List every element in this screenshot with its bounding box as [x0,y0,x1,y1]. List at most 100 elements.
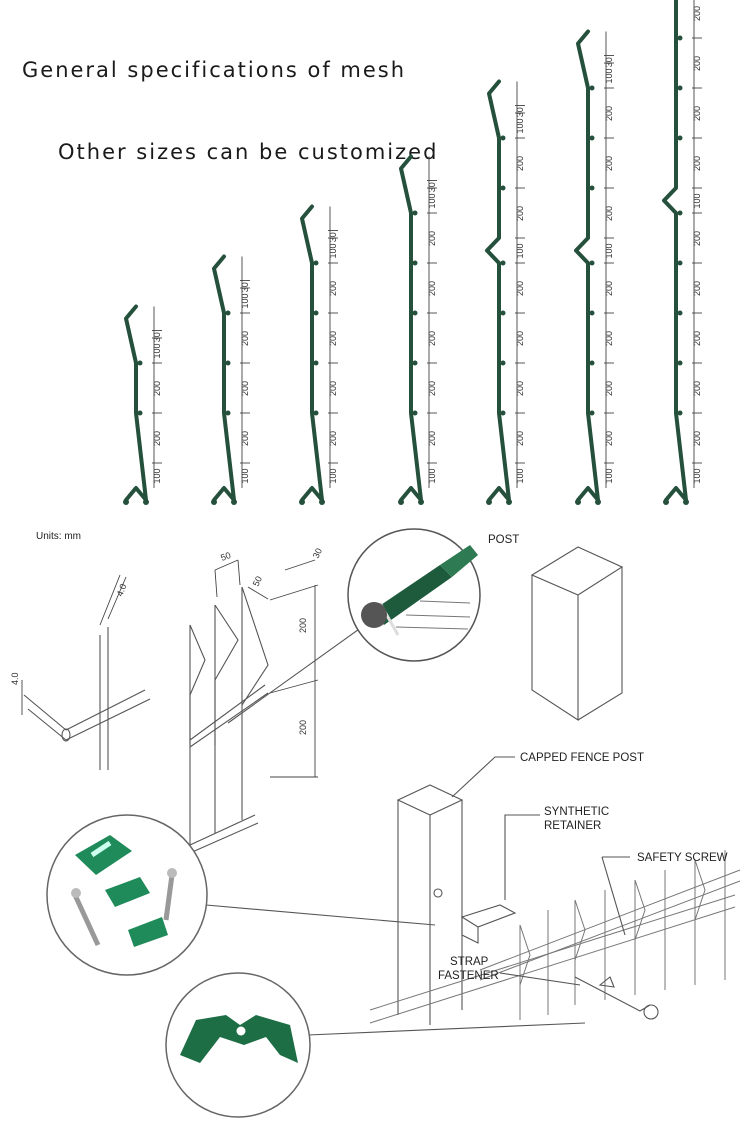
segment-label: 200 [240,431,250,446]
mesh-profile-wire [574,29,600,502]
segment-label: 30 [240,282,250,292]
segment-label: 200 [328,281,338,296]
segment-label: 200 [692,381,702,396]
fence-installation [369,784,741,1025]
wire-dot [412,410,418,416]
wire-dot [589,410,595,416]
segment-label: 200 [515,331,525,346]
segment-label: 30 [604,57,614,67]
wire-dot [500,310,506,316]
post-illustration: POST [488,534,624,722]
fence-technical-illustration: Units: mm 4.0 4.0 50 50 30 200 200 [10,528,741,1118]
wire-dot [412,210,418,216]
segment-label: 100 [152,468,162,483]
wire-dot [677,360,683,366]
strap-fastener-label-1: STRAP [450,956,489,968]
segment-label: 200 [427,231,437,246]
wire-dot [313,360,319,366]
wire-dot [677,35,683,41]
segment-label: 100 [604,468,614,483]
segment-label: 200 [152,431,162,446]
wire-dot [663,499,669,505]
segment-label: 200 [692,6,702,21]
segment-label: 100 [692,468,702,483]
wire-dot [589,360,595,366]
mesh-profile: 10020020020020020010020020020020010030 [662,0,702,505]
segment-label: 200 [604,381,614,396]
wire-dot [677,410,683,416]
segment-label: 200 [692,56,702,71]
subtitle-heading: Other sizes can be customized [58,140,439,164]
synthetic-retainer-label-1: SYNTHETIC [544,806,609,818]
segment-label: 100 [427,468,437,483]
segment-label: 200 [604,331,614,346]
wire-dot [486,499,492,505]
segment-label: 200 [515,431,525,446]
segment-label: 100 [515,118,525,133]
mesh-profile-wire [399,154,423,502]
segment-label: 100 [328,243,338,258]
segment-label: 200 [692,331,702,346]
wire-dot [225,410,231,416]
mesh-profiles: 1002002001003010020020020010030100200200… [123,0,702,505]
segment-label: 200 [515,381,525,396]
wire-dot [683,499,689,505]
wire-dot [506,499,512,505]
dim-50-top: 50 [219,550,232,563]
wire-dot [589,185,595,191]
segment-label: 200 [427,331,437,346]
dim-200-lower: 200 [298,720,308,735]
segment-label: 100 [604,68,614,83]
wire-dot [589,260,595,266]
units-label: Units: mm [36,531,81,542]
dim-200-upper: 200 [298,618,308,633]
mesh-profile-wire [662,0,688,502]
synthetic-retainer-label-2: RETAINER [544,820,601,832]
wire-dot [500,135,506,141]
mesh-panel-detail: 50 50 30 200 200 [189,547,324,854]
wire-dot [595,499,601,505]
wire-dot [500,185,506,191]
wire-dot [137,360,143,366]
segment-label: 200 [604,156,614,171]
wire-dot [589,135,595,141]
segment-label: 200 [427,431,437,446]
wire-dot [500,260,506,266]
segment-label: 100 [240,468,250,483]
segment-label: 200 [152,381,162,396]
mesh-profile-wire [124,304,148,502]
segment-label: 30 [515,107,525,117]
segment-label: 200 [692,281,702,296]
segment-label: 200 [515,281,525,296]
post-label: POST [488,534,519,546]
safety-screw-label: SAFETY SCREW [637,852,728,864]
segment-label: 30 [152,332,162,342]
segment-label: 200 [604,281,614,296]
wire-dot [211,499,217,505]
segment-label: 30 [328,232,338,242]
segment-label: 100 [328,468,338,483]
wire-dot [677,135,683,141]
wire-dot [231,499,237,505]
segment-label: 100 [604,243,614,258]
wire-dot [225,360,231,366]
wire-dot [123,499,129,505]
wire-dot [313,410,319,416]
segment-label: 100 [427,193,437,208]
strap-fastener-label-2: FASTENER [438,970,499,982]
wire-dot [299,499,305,505]
wire-dot [677,210,683,216]
segment-label: 200 [692,156,702,171]
segment-label: 200 [604,106,614,121]
wire-diameter-dim: 4.0 [10,672,20,685]
segment-label: 200 [604,431,614,446]
capped-fence-post-label: CAPPED FENCE POST [520,752,644,764]
wire-dot [677,310,683,316]
wire-dot [589,85,595,91]
clips-magnifier [46,814,436,976]
wire-dot [412,360,418,366]
segment-label: 200 [427,381,437,396]
segment-label: 100 [515,468,525,483]
